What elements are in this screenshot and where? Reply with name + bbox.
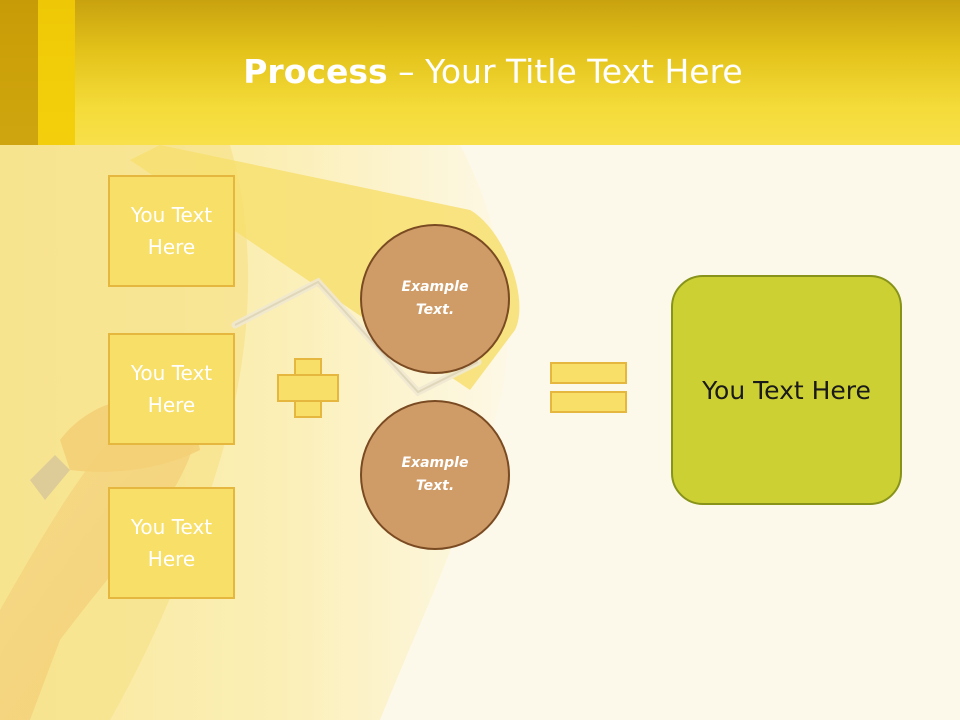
input-box-3[interactable]: You Text Here [108, 487, 235, 599]
equals-icon-bottom-bar [550, 391, 627, 413]
example-circle-1-line-2: Text. [415, 302, 455, 318]
header-accent-stripe [38, 0, 75, 145]
input-box-1-line-2: Here [147, 235, 196, 259]
example-circle-1-label: Example Text. [385, 276, 485, 322]
header-bar [0, 0, 960, 145]
input-box-3-label: You Text Here [131, 511, 212, 575]
example-circle-2[interactable]: Example Text. [360, 400, 510, 550]
input-box-2-line-2: Here [147, 393, 196, 417]
input-box-2[interactable]: You Text Here [108, 333, 235, 445]
header-accent-stripe [0, 0, 38, 145]
example-circle-2-line-1: Example [401, 455, 469, 471]
input-box-3-line-1: You Text [130, 515, 213, 539]
input-box-1[interactable]: You Text Here [108, 175, 235, 287]
result-box[interactable]: You Text Here [671, 275, 902, 505]
plus-icon-center [296, 376, 320, 400]
example-circle-2-label: Example Text. [385, 452, 485, 498]
result-box-label: You Text Here [702, 375, 871, 405]
input-box-3-line-2: Here [147, 547, 196, 571]
slide-title: Process – Your Title Text Here [0, 52, 960, 91]
title-rest-text: – Your Title Text Here [387, 52, 743, 91]
input-box-1-line-1: You Text [130, 203, 213, 227]
example-circle-2-line-2: Text. [415, 478, 455, 494]
example-circle-1[interactable]: Example Text. [360, 224, 510, 374]
equals-icon-top-bar [550, 362, 627, 384]
input-box-2-label: You Text Here [131, 357, 212, 421]
input-box-1-label: You Text Here [131, 199, 212, 263]
input-box-2-line-1: You Text [130, 361, 213, 385]
example-circle-1-line-1: Example [401, 279, 469, 295]
title-bold-text: Process [243, 52, 388, 91]
